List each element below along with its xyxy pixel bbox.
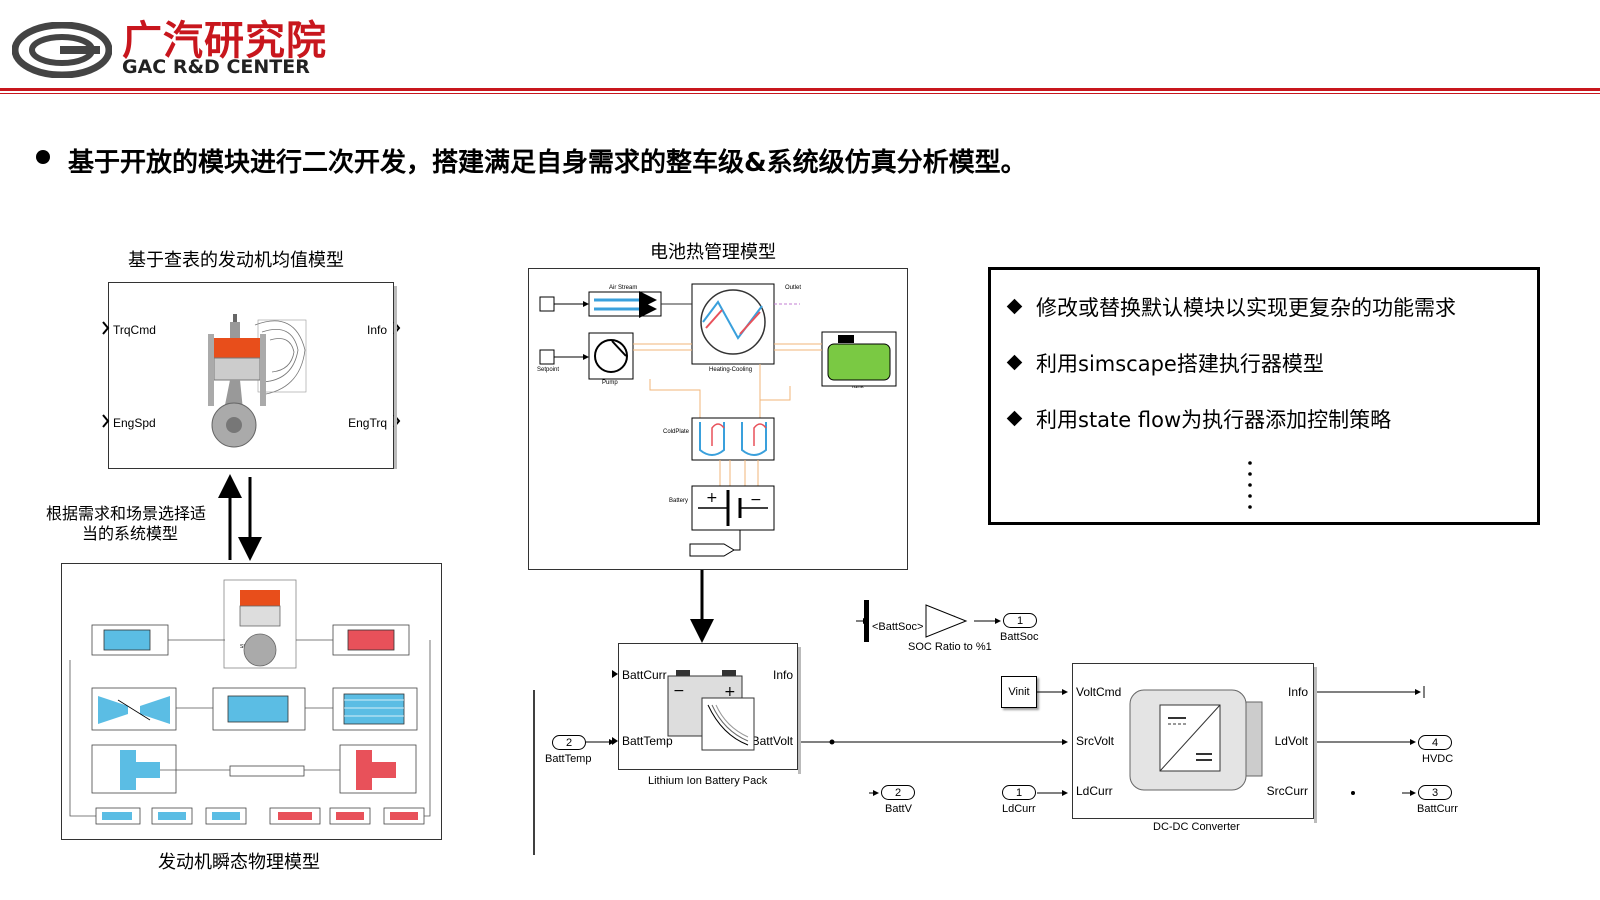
block-label-core-engine: SI Core Engine xyxy=(240,644,274,650)
label-battery: Battery xyxy=(669,498,689,504)
list-item-text: 利用state flow为执行器添加控制策略 xyxy=(1036,408,1392,432)
block-label-turbine: Turbine xyxy=(354,772,371,778)
block-label-exhaust: Exhaust Manifold xyxy=(340,649,379,655)
port-info: Info xyxy=(772,668,793,682)
logo-chinese-text: 广汽研究院 xyxy=(122,18,327,64)
header-divider-thin xyxy=(0,93,1600,94)
diamond-bullet-icon xyxy=(1006,298,1023,315)
feature-list-box: 修改或替换默认模块以实现更复杂的功能需求 利用simscape搭建执行器模型 利… xyxy=(988,267,1540,525)
lithium-battery-block[interactable]: BattCurr BattTemp Info BattVolt xyxy=(618,643,798,770)
port-srcvolt: SrcVolt xyxy=(1076,734,1115,748)
battery-block-name: Lithium Ion Battery Pack xyxy=(648,775,768,787)
block-label-intercooler: Intercooler xyxy=(350,714,374,720)
outport-battv-label: BattV xyxy=(885,803,912,815)
arrow-caption-line1: 根据需求和场景选择适 xyxy=(46,504,207,523)
gain-value: 100 xyxy=(938,614,957,626)
block-label-compressor: Compressor xyxy=(120,772,148,778)
label-air-stream: Air Stream xyxy=(609,285,638,291)
setpoint-value: 20 xyxy=(546,351,554,358)
label-setpoint: Setpoint xyxy=(537,367,560,373)
inport-ldcurr-label: LdCurr xyxy=(1002,803,1036,815)
logo-english-text: GAC R&D CENTER xyxy=(122,56,310,78)
label-tank: Tank xyxy=(851,384,864,390)
port-ldvolt: LdVolt xyxy=(1274,734,1308,748)
port-engspd: EngSpd xyxy=(113,416,156,430)
label-source: [M] xyxy=(542,300,552,307)
label-pump: Pump xyxy=(602,380,618,386)
outport-battcurr-label: BattCurr xyxy=(1417,803,1458,815)
outport-battcurr[interactable]: 3 xyxy=(1418,785,1452,800)
engine-physical-model-frame[interactable]: Intake Manifold Exhaust Manifold Throttl… xyxy=(61,563,442,840)
diamond-bullet-icon xyxy=(1006,410,1023,427)
inport-batttemp-label: BattTemp xyxy=(545,753,592,765)
outport-hvdc-label: HVDC xyxy=(1422,753,1454,765)
port-battvolt: BattVolt xyxy=(751,734,793,748)
dcdc-converter-block[interactable]: VoltCmd SrcVolt LdCurr Info LdVolt SrcCu… xyxy=(1072,663,1314,819)
bullet-dot-icon xyxy=(36,150,50,164)
block-label-intake: Intake Manifold xyxy=(118,649,152,655)
from-battsoc: <BattSoc> xyxy=(872,621,924,633)
caption-battery-thermal: 电池热管理模型 xyxy=(650,242,776,263)
outport-battsoc[interactable]: 1 xyxy=(1003,613,1037,628)
list-item: 修改或替换默认模块以实现更复杂的功能需求 xyxy=(1006,292,1456,322)
list-item-text: 利用simscape搭建执行器模型 xyxy=(1036,352,1324,376)
label-coldplate: ColdPlate xyxy=(663,429,690,435)
list-item-text: 修改或替换默认模块以实现更复杂的功能需求 xyxy=(1036,296,1456,320)
from-block-bar xyxy=(864,600,869,642)
port-batttemp: BattTemp xyxy=(622,734,673,748)
outport-hvdc[interactable]: 4 xyxy=(1418,735,1452,750)
port-battcurr: BattCurr xyxy=(622,668,667,682)
diamond-bullet-icon xyxy=(1006,354,1023,371)
port-srccurr: SrcCurr xyxy=(1266,784,1308,798)
list-item: 利用state flow为执行器添加控制策略 xyxy=(1006,404,1392,434)
header-divider xyxy=(0,88,1600,91)
block-label-compressor-volume: Compressor Output Volume xyxy=(225,714,287,720)
port-info: Info xyxy=(1287,685,1308,699)
arrow-caption-line2: 当的系统模型 xyxy=(82,524,179,543)
caption-mean-value-model: 基于查表的发动机均值模型 xyxy=(128,250,344,271)
battery-thermal-frame[interactable]: Air Stream Outlet Pump Heating-Cooling T… xyxy=(528,268,908,570)
outport-battv[interactable]: 2 xyxy=(881,785,915,800)
list-item: 利用simscape搭建执行器模型 xyxy=(1006,348,1324,378)
gac-logo-icon xyxy=(12,22,112,78)
port-trqcmd: TrqCmd xyxy=(113,323,156,337)
inport-batttemp[interactable]: 2 xyxy=(552,735,586,750)
caption-physical-model: 发动机瞬态物理模型 xyxy=(158,852,320,873)
port-info: Info xyxy=(366,323,387,337)
outport-battsoc-label: BattSoc xyxy=(1000,631,1039,643)
inport-ldcurr[interactable]: 1 xyxy=(1002,785,1036,800)
port-engtrq: EngTrq xyxy=(348,416,387,430)
engine-mean-value-block[interactable]: TrqCmd EngSpd Info EngTrq xyxy=(108,282,394,469)
gain-name: SOC Ratio to %1 xyxy=(908,641,992,653)
port-ldcurr: LdCurr xyxy=(1076,784,1113,798)
label-outlet: Outlet xyxy=(785,285,802,291)
block-shadow xyxy=(394,286,397,469)
headline: 基于开放的模块进行二次开发，搭建满足自身需求的整车级&系统级仿真分析模型。 xyxy=(68,148,1027,178)
label-heating-cooling: Heating-Cooling xyxy=(709,367,753,373)
block-label-throttle: Throttle Body xyxy=(120,714,150,720)
vinit-constant[interactable]: Vinit xyxy=(1001,676,1037,708)
dcdc-block-name: DC-DC Converter xyxy=(1153,821,1240,833)
port-voltcmd: VoltCmd xyxy=(1076,685,1122,699)
